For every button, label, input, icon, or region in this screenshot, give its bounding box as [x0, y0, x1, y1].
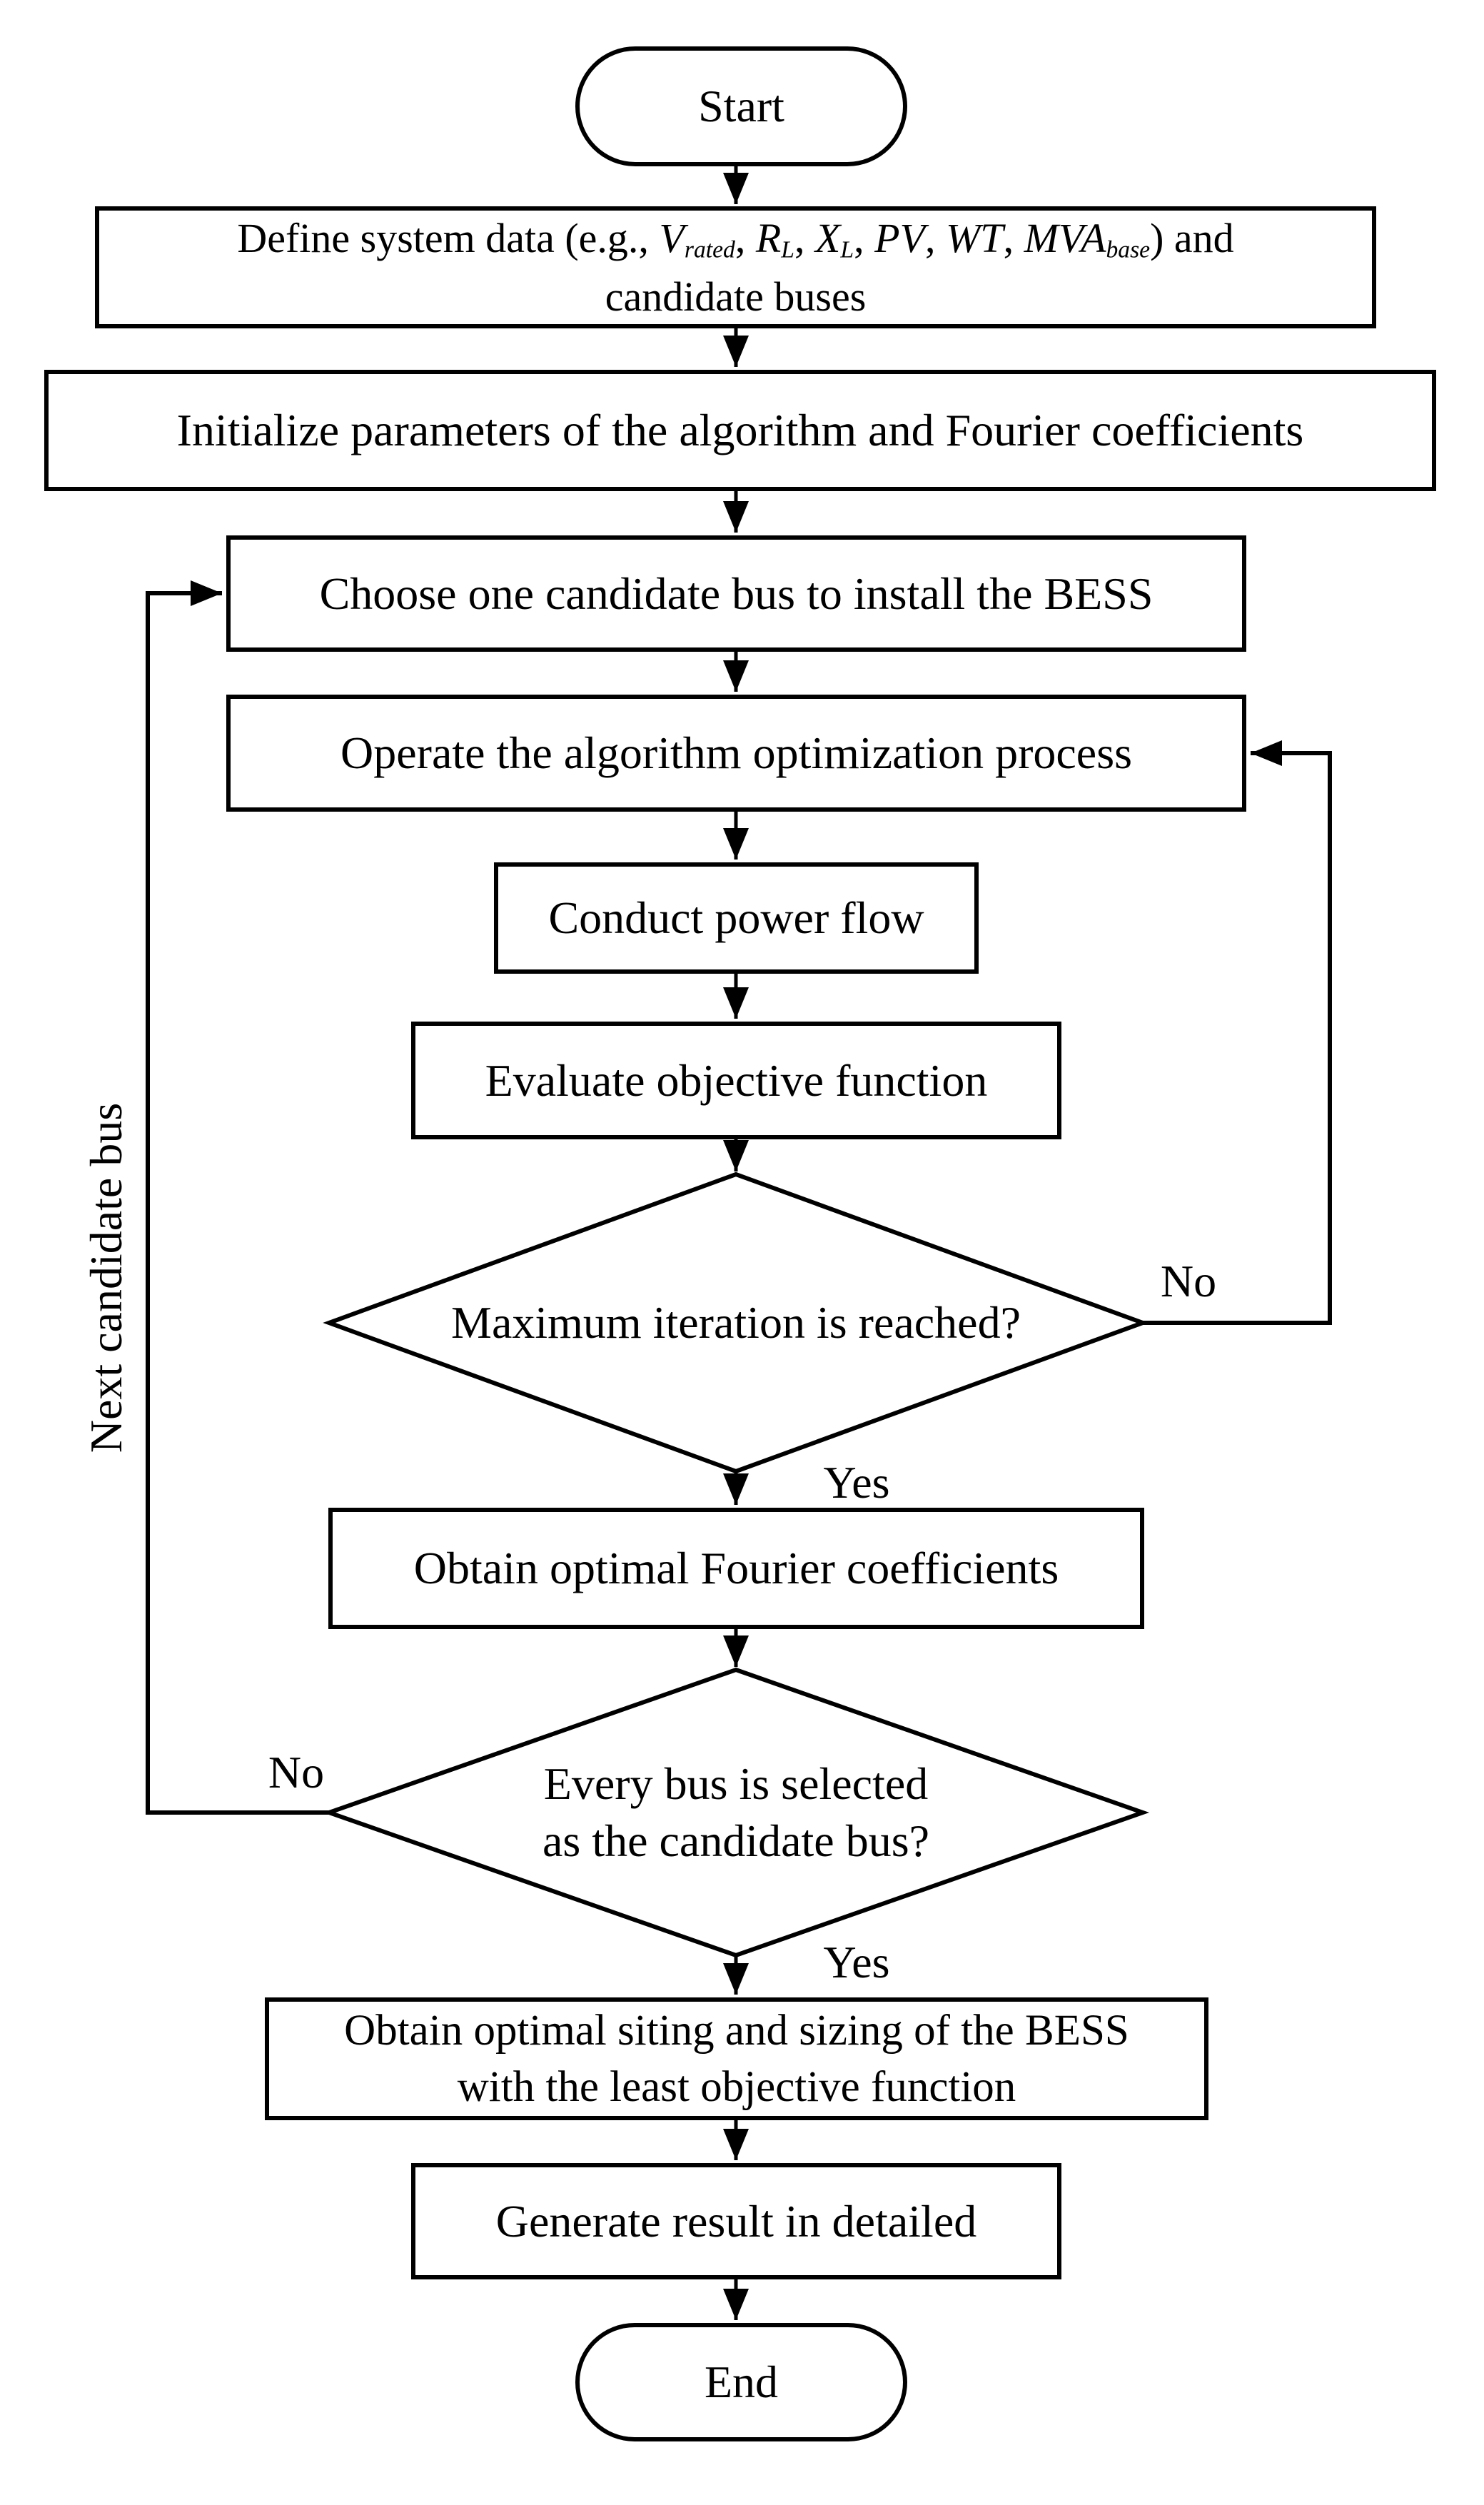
edge-label-max-iteration-yes: Yes: [823, 1457, 890, 1508]
every-bus-line-1: Every bus is selected: [543, 1758, 929, 1809]
var-x-sub: L: [840, 236, 854, 263]
separator: ,: [924, 215, 946, 262]
var-v: V: [659, 215, 685, 262]
var-x: X: [814, 215, 841, 262]
siting-line-1: Obtain optimal siting and sizing of the …: [344, 2006, 1129, 2055]
var-pv: PV: [874, 215, 925, 262]
node-operate-algorithm: Operate the algorithm optimization proce…: [226, 695, 1246, 812]
var-mva: MVA: [1024, 215, 1106, 262]
define-suffix: ) and: [1150, 215, 1234, 262]
var-mva-sub: base: [1106, 236, 1151, 263]
start-label: Start: [698, 81, 784, 132]
separator: ,: [794, 215, 815, 262]
operate-label: Operate the algorithm optimization proce…: [340, 727, 1132, 779]
edge-label-next-candidate-bus: Next candidate bus: [81, 1102, 131, 1453]
node-conduct-power-flow: Conduct power flow: [494, 862, 979, 974]
conduct-label: Conduct power flow: [548, 892, 924, 944]
separator: ,: [854, 215, 875, 262]
initialize-label: Initialize parameters of the algorithm a…: [176, 405, 1304, 456]
decision-every-bus-shape: [322, 1667, 1150, 1958]
define-line-1: Define system data (e.g., Vrated, RL, XL…: [237, 209, 1233, 267]
node-evaluate-objective: Evaluate objective function: [411, 1022, 1061, 1139]
define-line-2: candidate buses: [605, 273, 867, 320]
fourier-label: Obtain optimal Fourier coefficients: [413, 1543, 1059, 1594]
edge-label-max-iteration-no: No: [1160, 1256, 1217, 1306]
node-choose-candidate-bus: Choose one candidate bus to install the …: [226, 535, 1246, 652]
separator: ,: [1003, 215, 1024, 262]
node-generate-result: Generate result in detailed: [411, 2163, 1061, 2279]
connector-every-bus-no-loop: [146, 580, 329, 1815]
define-prefix: Define system data (e.g.,: [237, 215, 660, 262]
node-obtain-fourier: Obtain optimal Fourier coefficients: [328, 1508, 1144, 1629]
var-r-sub: L: [781, 236, 794, 263]
var-v-sub: rated: [684, 236, 735, 263]
edge-label-every-bus-no: No: [268, 1747, 325, 1798]
max-iteration-label: Maximum iteration is reached?: [451, 1297, 1021, 1348]
generate-label: Generate result in detailed: [495, 2195, 977, 2247]
node-initialize-parameters: Initialize parameters of the algorithm a…: [44, 370, 1436, 491]
separator: ,: [735, 215, 756, 262]
var-wt: WT: [945, 215, 1004, 262]
var-r: R: [755, 215, 782, 262]
every-bus-line-2: as the candidate bus?: [542, 1815, 929, 1866]
siting-line-2: with the least objective function: [457, 2063, 1016, 2111]
choose-label: Choose one candidate bus to install the …: [319, 568, 1154, 619]
decision-max-iteration-shape: [323, 1171, 1149, 1474]
node-end: End: [575, 2323, 907, 2441]
edge-label-every-bus-yes: Yes: [823, 1937, 890, 1987]
node-define-system-data: Define system data (e.g., Vrated, RL, XL…: [95, 206, 1376, 328]
evaluate-label: Evaluate objective function: [485, 1054, 988, 1106]
decision-every-bus-text: Every bus is selected as the candidate b…: [450, 1727, 1021, 1898]
end-label: End: [704, 2357, 779, 2408]
connector-max-iteration-no-loop: [1143, 740, 1332, 1325]
node-obtain-siting-sizing: Obtain optimal siting and sizing of the …: [265, 1997, 1208, 2120]
node-start: Start: [575, 46, 907, 166]
decision-max-iteration-text: Maximum iteration is reached?: [415, 1287, 1057, 1359]
